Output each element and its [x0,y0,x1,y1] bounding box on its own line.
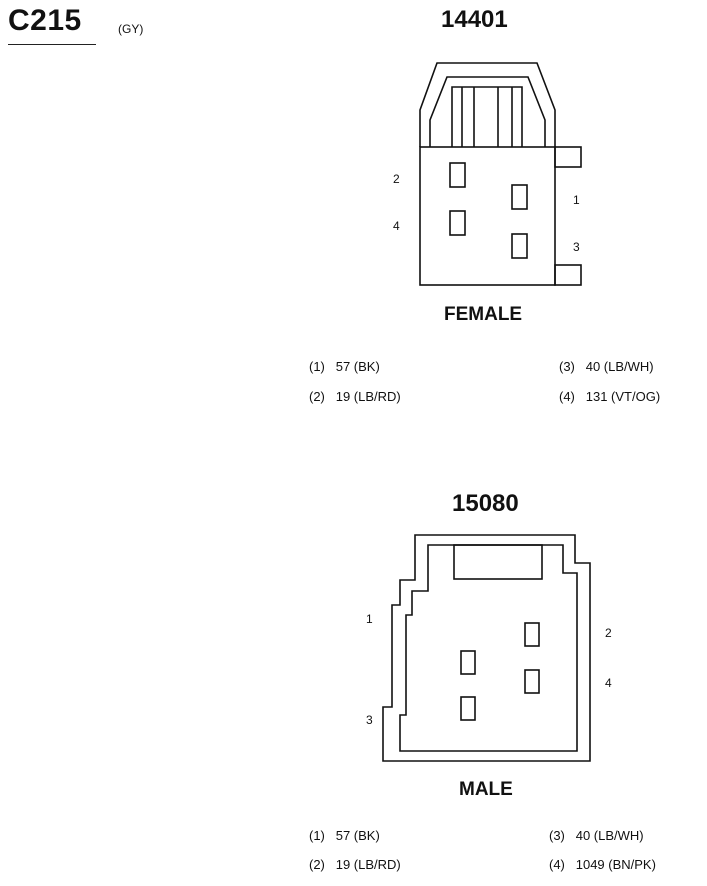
female-cavity-3 [511,233,528,259]
female-gender-label: FEMALE [444,304,523,325]
connector-color-code: (GY) [118,22,144,36]
male-cavity-1 [460,650,476,675]
wire-number: (3) [559,359,575,374]
female-pin-label-4: 4 [393,219,400,233]
female-body [419,146,556,286]
female-wire-4: (4) 131 (VT/OG) [559,389,660,404]
male-pin-label-1: 1 [366,612,373,626]
wire-number: (3) [549,828,565,843]
wire-desc: 19 (LB/RD) [335,389,401,404]
female-wire-1: (1) 57 (BK) [309,359,380,374]
female-side-tab-bottom [554,264,582,286]
wire-desc: 40 (LB/WH) [575,828,644,843]
female-latch-outer [419,62,556,147]
wire-desc: 131 (VT/OG) [585,389,661,404]
female-side-tab-top [554,146,582,168]
male-part-number: 15080 [452,490,519,517]
female-pin-label-2: 2 [393,172,400,186]
male-inner-profile [399,544,578,752]
wire-number: (1) [309,828,325,843]
male-pin-label-3: 3 [366,713,373,727]
wire-desc: 40 (LB/WH) [585,359,654,374]
male-key-recess [453,544,543,580]
female-cavity-2 [449,162,466,188]
male-wire-1: (1) 57 (BK) [309,828,380,843]
female-cavity-4 [449,210,466,236]
male-pin-label-4: 4 [605,676,612,690]
male-cavity-4 [524,669,540,694]
male-wire-2: (2) 19 (LB/RD) [309,857,401,872]
female-wire-3: (3) 40 (LB/WH) [559,359,654,374]
female-part-number: 14401 [441,6,508,33]
female-cavity-1 [511,184,528,210]
male-wire-3: (3) 40 (LB/WH) [549,828,644,843]
female-connector-drawing [419,62,582,286]
wire-desc: 1049 (BN/PK) [575,857,656,872]
wire-number: (4) [549,857,565,872]
connector-id: C215 [8,4,82,37]
wire-number: (4) [559,389,575,404]
wire-number: (2) [309,389,325,404]
connector-id-underline [8,44,96,45]
female-pin-label-1: 1 [573,193,580,207]
female-latch-rails [451,86,523,147]
female-pin-label-3: 3 [573,240,580,254]
male-wire-4: (4) 1049 (BN/PK) [549,857,656,872]
male-pin-label-2: 2 [605,626,612,640]
male-gender-label: MALE [459,779,513,800]
wire-number: (2) [309,857,325,872]
female-latch-inner [429,76,546,147]
female-wire-2: (2) 19 (LB/RD) [309,389,401,404]
male-connector-drawing [382,534,591,762]
male-cavity-2 [524,622,540,647]
wire-desc: 19 (LB/RD) [335,857,401,872]
male-outer-profile [382,534,591,762]
wire-number: (1) [309,359,325,374]
male-cavity-3 [460,696,476,721]
wire-desc: 57 (BK) [335,828,380,843]
wire-desc: 57 (BK) [335,359,380,374]
